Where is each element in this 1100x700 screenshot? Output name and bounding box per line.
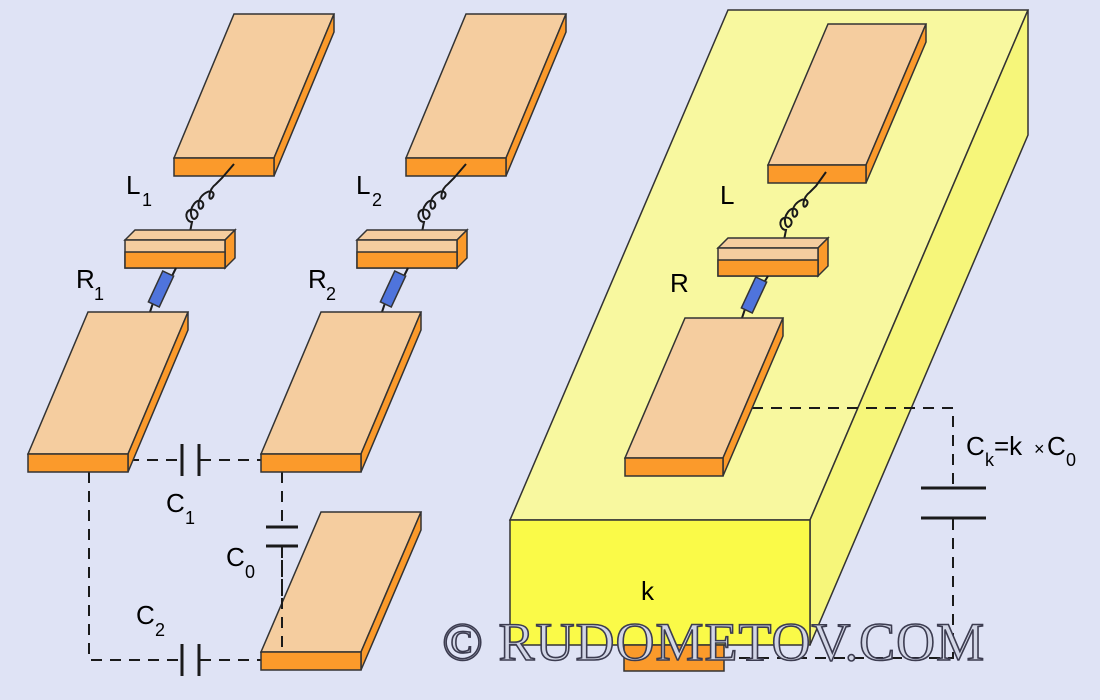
svg-text:2: 2 xyxy=(326,284,336,304)
svg-text:0: 0 xyxy=(245,562,255,582)
watermark: © RUDOMETOV.COM xyxy=(442,612,985,672)
svg-text:C: C xyxy=(136,600,155,630)
label-r1: R 1 xyxy=(76,264,104,304)
coupling-wires xyxy=(88,407,954,661)
svg-text:2: 2 xyxy=(372,190,382,210)
svg-text:0: 0 xyxy=(1066,450,1076,470)
label-r: R xyxy=(670,268,689,298)
svg-text:1: 1 xyxy=(142,190,152,210)
capacitor-c0 xyxy=(266,525,298,548)
resonator-2-bottom-plate xyxy=(259,311,423,473)
resonator-on-substrate xyxy=(623,23,928,672)
resonator-2-top-plate xyxy=(404,13,568,177)
svg-text:R: R xyxy=(76,264,95,294)
svg-text:R: R xyxy=(308,264,327,294)
substrate-front xyxy=(509,519,811,646)
label-k: k xyxy=(641,576,655,606)
resonator-2 xyxy=(259,13,568,473)
substrate-bottom-plate xyxy=(623,317,785,477)
capacitor-c1 xyxy=(180,444,201,476)
inductor-l xyxy=(779,171,827,241)
resonator-2-coupling-bar xyxy=(355,228,469,270)
svg-text:×: × xyxy=(1034,439,1045,459)
ground-plate-left xyxy=(259,511,423,671)
resonator-1 xyxy=(26,13,336,473)
resonator-1-coupling-bar xyxy=(123,228,237,270)
resistor-r xyxy=(740,275,769,319)
svg-text:C: C xyxy=(1047,431,1066,461)
capacitor-c2 xyxy=(180,644,201,676)
label-r2: R 2 xyxy=(308,264,336,304)
inductor-l1 xyxy=(185,163,235,233)
svg-text:C: C xyxy=(166,488,185,518)
label-c2: C 2 xyxy=(136,600,165,640)
capacitor-ck xyxy=(921,486,986,520)
label-l: L xyxy=(720,180,734,210)
resonator-1-top-plate xyxy=(172,13,336,177)
svg-text:k: k xyxy=(985,450,995,470)
ground-electrode xyxy=(623,644,725,672)
label-l1: L 1 xyxy=(126,170,152,210)
svg-text:1: 1 xyxy=(94,284,104,304)
svg-text:L: L xyxy=(126,170,140,200)
resonator-1-bottom-plate xyxy=(26,311,190,473)
resistor-r1 xyxy=(147,267,177,313)
label-ck-formula: C k =k × C 0 xyxy=(966,431,1076,470)
svg-text:1: 1 xyxy=(185,508,195,528)
resistor-r2 xyxy=(379,267,409,313)
svg-text:C: C xyxy=(966,431,985,461)
substrate-coupling-bar xyxy=(716,236,830,278)
svg-text:L: L xyxy=(356,170,370,200)
label-c0: C 0 xyxy=(226,542,255,582)
substrate-top-plate xyxy=(766,23,928,184)
svg-text:2: 2 xyxy=(155,620,165,640)
label-c1: C 1 xyxy=(166,488,195,528)
svg-text:C: C xyxy=(226,542,245,572)
inductor-l2 xyxy=(417,163,467,233)
svg-text:=k: =k xyxy=(994,431,1023,461)
label-l2: L 2 xyxy=(356,170,382,210)
